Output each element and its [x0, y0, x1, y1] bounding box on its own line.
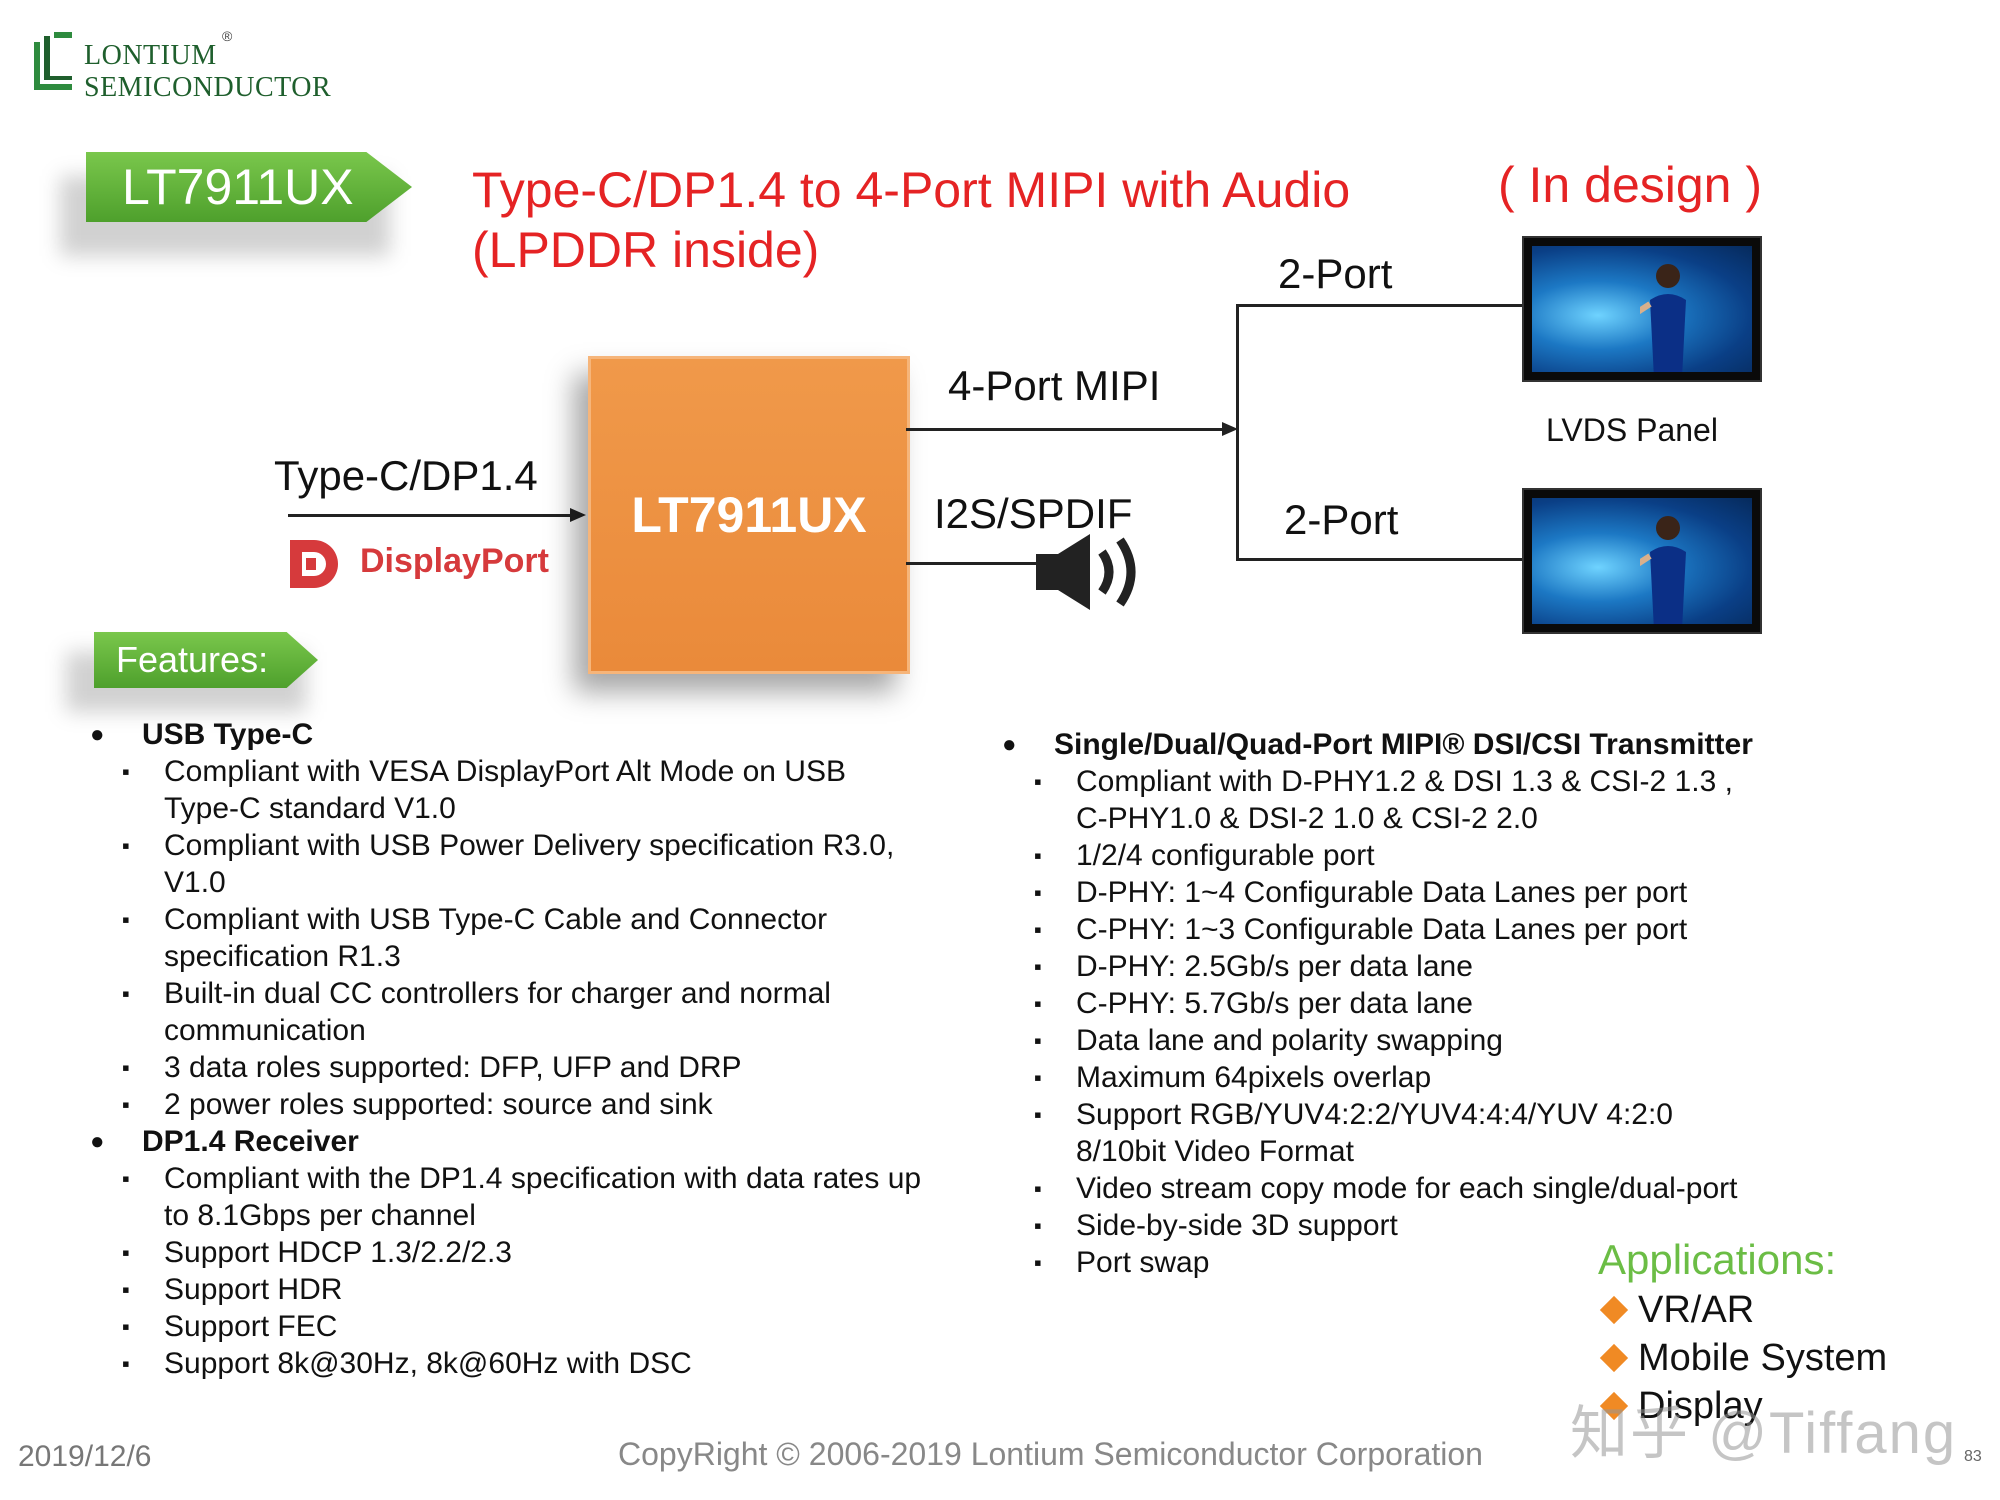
chip-label: LT7911UX [631, 487, 867, 543]
design-status: ( In design ) [1498, 157, 1763, 213]
port-top-label: 2-Port [1278, 250, 1393, 297]
usb-typec-list: Compliant with VESA DisplayPort Alt Mode… [122, 753, 922, 1123]
port-bottom-line [1236, 558, 1526, 561]
copyright-text: CopyRight © 2006-2019 Lontium Semiconduc… [618, 1436, 1483, 1472]
input-arrow-line [288, 514, 570, 517]
lvds-panel-bottom [1522, 488, 1762, 634]
features-left: USB Type-C Compliant with VESA DisplayPo… [90, 716, 922, 1382]
list-item: Support HDR [122, 1271, 922, 1308]
list-item: 2 power roles supported: source and sink [122, 1086, 922, 1123]
splitter-vertical-line [1236, 304, 1239, 560]
lvds-panel-top [1522, 236, 1762, 382]
audio-line [906, 562, 1036, 565]
slide-date: 2019/12/6 [18, 1440, 152, 1473]
list-item: C-PHY: 1~3 Configurable Data Lanes per p… [1034, 911, 1766, 948]
mipi-label: 4-Port MIPI [948, 362, 1161, 409]
displayport-logo-icon [290, 540, 338, 588]
list-item: D-PHY: 2.5Gb/s per data lane [1034, 948, 1766, 985]
port-top-line [1236, 304, 1526, 307]
feature-heading-dp-receiver: DP1.4 Receiver [90, 1123, 922, 1160]
list-item: Side-by-side 3D support [1034, 1207, 1766, 1244]
port-bottom-label: 2-Port [1284, 496, 1399, 543]
watermark: 知乎 @Tiffang [1570, 1401, 1958, 1466]
page-number: 83 [1964, 1448, 1982, 1465]
list-item: 3 data roles supported: DFP, UFP and DRP [122, 1049, 922, 1086]
application-item: Mobile System [1600, 1334, 1887, 1382]
logo-line-1: LONTIUM [84, 40, 217, 71]
input-arrow-head-icon [570, 508, 586, 522]
list-item: Compliant with VESA DisplayPort Alt Mode… [122, 753, 922, 827]
displayport-logo: DisplayPort [286, 536, 566, 592]
audio-label: I2S/SPDIF [934, 490, 1133, 537]
features-tag: Features: [94, 632, 318, 688]
speaker-icon [1036, 534, 1136, 610]
list-item: Compliant with D-PHY1.2 & DSI 1.3 & CSI-… [1034, 763, 1766, 837]
list-item: Data lane and polarity swapping [1034, 1022, 1766, 1059]
slide-title: Type-C/DP1.4 to 4-Port MIPI with Audio (… [472, 160, 1350, 280]
list-item: Support HDCP 1.3/2.2/2.3 [122, 1234, 922, 1271]
panel-screen-image [1532, 498, 1752, 624]
list-item: Video stream copy mode for each single/d… [1034, 1170, 1766, 1207]
list-item: Built-in dual CC controllers for charger… [122, 975, 922, 1049]
person-figure-icon [1640, 516, 1686, 624]
panel-label: LVDS Panel [1546, 412, 1718, 448]
chip-block: LT7911UX [588, 356, 910, 674]
list-item: Compliant with USB Type-C Cable and Conn… [122, 901, 922, 975]
mipi-arrow-head-icon [1222, 422, 1238, 436]
lontium-logo: LONTIUM SEMICONDUCTOR ® [32, 28, 331, 108]
list-item: D-PHY: 1~4 Configurable Data Lanes per p… [1034, 874, 1766, 911]
displayport-logo-text: DisplayPort [360, 542, 549, 580]
feature-heading-mipi: Single/Dual/Quad-Port MIPI® DSI/CSI Tran… [1002, 726, 1814, 763]
features-right: Single/Dual/Quad-Port MIPI® DSI/CSI Tran… [1002, 726, 1814, 1281]
list-item: Port swap [1034, 1244, 1766, 1281]
slide-title-line-1: Type-C/DP1.4 to 4-Port MIPI with Audio [472, 162, 1351, 218]
list-item: Support RGB/YUV4:2:2/YUV4:4:4/YUV 4:2:0 … [1034, 1096, 1716, 1170]
dp-receiver-list: Compliant with the DP1.4 specification w… [122, 1160, 922, 1382]
list-item: 1/2/4 configurable port [1034, 837, 1766, 874]
list-item: Compliant with USB Power Delivery specif… [122, 827, 922, 901]
feature-heading-usb-typec: USB Type-C [90, 716, 922, 753]
lontium-logo-mark-icon [34, 32, 72, 90]
mipi-arrow-line [906, 428, 1228, 431]
applications-list: VR/AR Mobile System Display [1600, 1286, 1887, 1430]
logo-wordmark: LONTIUM SEMICONDUCTOR [84, 40, 331, 104]
person-figure-icon [1640, 264, 1686, 372]
logo-registered-mark: ® [222, 28, 233, 44]
logo-line-2: SEMICONDUCTOR [84, 72, 332, 103]
input-label: Type-C/DP1.4 [274, 452, 538, 499]
applications-title: Applications: [1598, 1236, 1837, 1283]
list-item: C-PHY: 5.7Gb/s per data lane [1034, 985, 1766, 1022]
slide-title-line-2: (LPDDR inside) [472, 222, 820, 278]
application-item: VR/AR [1600, 1286, 1887, 1334]
mipi-list: Compliant with D-PHY1.2 & DSI 1.3 & CSI-… [1034, 763, 1766, 1281]
list-item: Support 8k@30Hz, 8k@60Hz with DSC [122, 1345, 922, 1382]
list-item: Maximum 64pixels overlap [1034, 1059, 1766, 1096]
list-item: Compliant with the DP1.4 specification w… [122, 1160, 922, 1234]
product-tag: LT7911UX [86, 152, 412, 222]
panel-screen-image [1532, 246, 1752, 372]
application-item: Display [1600, 1382, 1887, 1430]
list-item: Support FEC [122, 1308, 922, 1345]
